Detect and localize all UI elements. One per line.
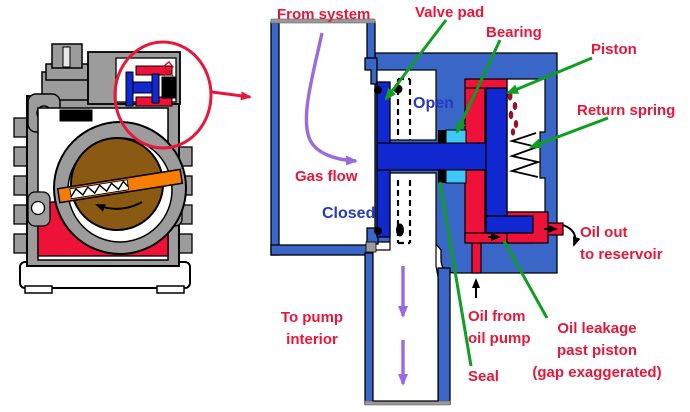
label-bearing: Bearing xyxy=(486,24,542,41)
bearing-upper xyxy=(445,129,467,144)
pointer-bearing xyxy=(455,39,502,134)
inlet-duct-cap xyxy=(270,18,376,24)
bolt-hole-bl xyxy=(30,200,46,216)
highlight-arrow xyxy=(211,90,252,101)
lower-valve-chamber xyxy=(372,172,439,402)
label-valve-pad: Valve pad xyxy=(415,4,484,21)
pointer-piston xyxy=(506,56,593,95)
gas-flow-curve xyxy=(304,32,358,166)
oil-flow-arrows xyxy=(472,224,581,298)
label-oil-leak-2: past piston xyxy=(557,342,637,359)
label-oil-from-2: oil pump xyxy=(468,330,531,347)
label-to-pump-2: interior xyxy=(286,331,338,348)
sliding-vane xyxy=(56,168,184,204)
oil-inlet-channel xyxy=(471,242,482,274)
mini-valve xyxy=(125,61,177,107)
label-open: Open xyxy=(413,95,454,112)
label-oil-leak-1: Oil leakage xyxy=(557,320,636,337)
chambers xyxy=(372,69,546,402)
label-oil-from-1: Oil from xyxy=(468,308,526,325)
pump-foot-right xyxy=(156,285,185,294)
bearings xyxy=(445,129,467,184)
highlight-circle xyxy=(113,40,213,150)
outlet-duct-left-wall xyxy=(364,252,374,405)
inlet-duct-left-wall xyxy=(270,21,280,256)
pointer-lines xyxy=(384,19,609,367)
pointer-seal xyxy=(438,181,473,367)
pump-cross-section xyxy=(13,43,193,294)
pump-foot-left xyxy=(24,285,53,294)
mini-valve-stem xyxy=(125,71,160,107)
label-closed: Closed xyxy=(322,205,375,222)
mini-spring xyxy=(163,61,174,77)
valve-stem xyxy=(376,142,489,171)
seat-gray-block xyxy=(365,241,377,253)
upper-seat-lip xyxy=(364,57,378,85)
label-oil-out-1: Oil out xyxy=(580,224,628,241)
interior-block xyxy=(59,109,93,122)
label-gas-flow: Gas flow xyxy=(295,168,358,185)
piston-spring-chamber xyxy=(506,78,546,213)
return-spring-coils xyxy=(508,132,542,178)
label-piston: Piston xyxy=(591,41,637,58)
pointer-valve-pad xyxy=(384,19,448,101)
intake-bore xyxy=(62,46,71,68)
bearing-lower xyxy=(445,169,467,184)
label-oil-leak-3: (gap exaggerated) xyxy=(532,364,661,381)
label-oil-out-2: to reservoir xyxy=(580,246,663,263)
vane-spring xyxy=(70,180,129,198)
valve-piston-group xyxy=(376,81,534,238)
seal-upper xyxy=(438,130,446,143)
rotation-arrow xyxy=(95,201,143,212)
piston-foot xyxy=(485,215,534,234)
label-seal: Seal xyxy=(468,368,499,385)
pointer-oil-leak xyxy=(502,240,549,319)
piston-column xyxy=(485,87,508,234)
labels: From system Valve pad Bearing Piston Ret… xyxy=(277,4,675,385)
pointer-return-spring xyxy=(529,116,609,149)
inlet-duct-right-wall xyxy=(366,21,376,59)
seal-lower xyxy=(438,170,446,183)
label-to-pump-1: To pump xyxy=(281,309,343,326)
cavity-floor xyxy=(270,244,374,256)
oil-out-curl xyxy=(562,224,581,247)
label-return-spring: Return spring xyxy=(577,102,675,119)
mini-seal-block xyxy=(161,76,177,99)
label-from-system: From system xyxy=(277,6,370,23)
gas-flow-arrows xyxy=(304,32,408,386)
outlet-duct-right-wall xyxy=(437,267,451,405)
